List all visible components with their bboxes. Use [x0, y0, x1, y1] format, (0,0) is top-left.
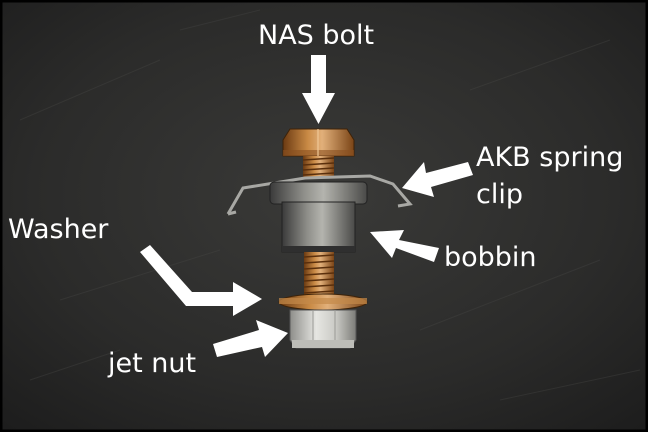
label-akb-spring-clip-line1: AKB spring — [476, 142, 624, 173]
jet-nut — [289, 309, 357, 349]
arrow-icon — [213, 320, 288, 357]
bobbin — [281, 201, 356, 253]
bobbin-top-rim — [269, 181, 368, 205]
label-jet-nut: jet nut — [108, 348, 197, 379]
akb-spring-clip — [226, 174, 413, 216]
label-akb-spring-clip-line2: clip — [476, 179, 523, 210]
arrow-icon — [302, 55, 335, 124]
arrow-icon — [140, 245, 262, 316]
washer — [278, 293, 368, 311]
bolt-upper-threads — [302, 156, 335, 178]
arrow-icon — [402, 162, 473, 197]
surface-scratches — [19, 9, 641, 401]
label-washer: Washer — [8, 214, 109, 245]
nas-bolt-head — [282, 128, 355, 157]
arrow-icon — [370, 230, 439, 262]
bolt-lower-threads — [303, 252, 335, 298]
label-bobbin: bobbin — [444, 242, 537, 273]
label-nas-bolt: NAS bolt — [258, 20, 375, 51]
